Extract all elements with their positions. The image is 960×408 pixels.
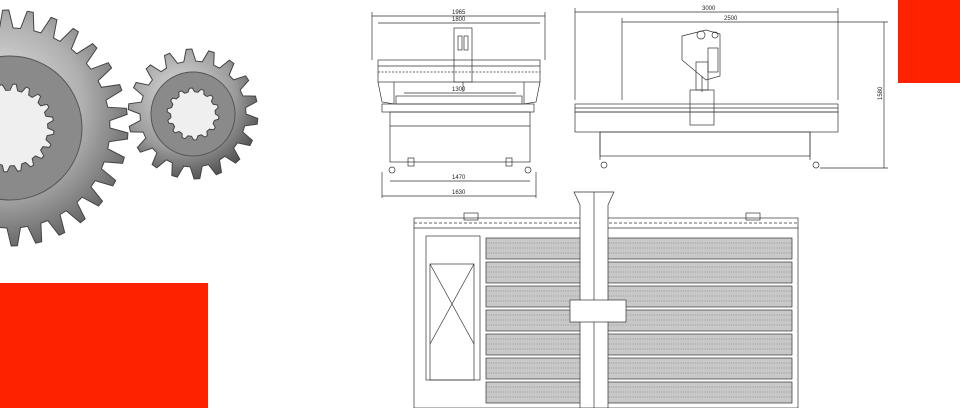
dim-gantry-width: 1800 xyxy=(452,17,466,23)
small-gear xyxy=(127,48,259,180)
machine-technical-drawing: 1965 1800 1300 1470 1630 xyxy=(371,6,888,408)
dim-height: 1580 xyxy=(878,86,884,100)
dim-overall-width: 1965 xyxy=(452,10,466,16)
top-view xyxy=(413,191,799,408)
dim-table-width: 1300 xyxy=(452,87,466,93)
red-accent-block-bottom xyxy=(0,283,208,408)
front-view: 1965 1800 1300 1470 1630 xyxy=(371,10,546,198)
dim-overall-length: 3000 xyxy=(702,6,716,12)
red-accent-block-top xyxy=(898,0,960,83)
side-view: 3000 2500 1580 xyxy=(574,6,888,169)
cutting-table-grid xyxy=(485,237,793,404)
dim-frame-width: 1470 xyxy=(452,175,466,181)
dim-rail-length: 2500 xyxy=(724,16,738,22)
large-gear xyxy=(0,9,129,247)
dim-base-width: 1630 xyxy=(452,190,466,196)
gears-image xyxy=(0,9,259,247)
